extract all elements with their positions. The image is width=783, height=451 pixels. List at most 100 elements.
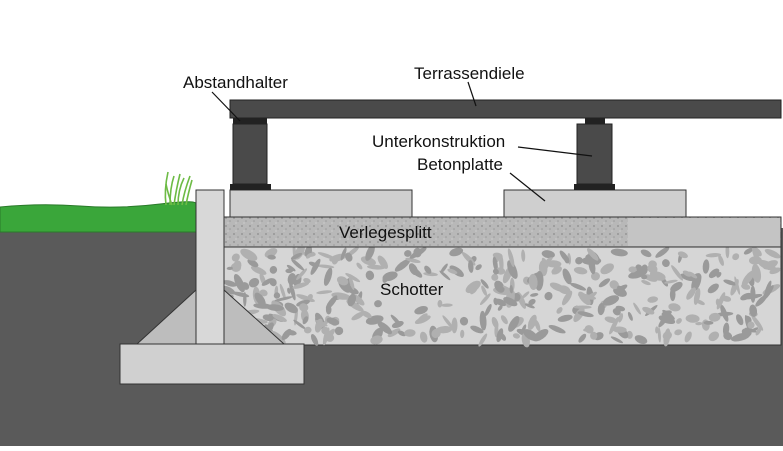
gravel-stone — [447, 268, 458, 275]
gravel-stone — [259, 289, 268, 297]
gravel-stone — [261, 278, 273, 286]
gravel-stone — [530, 293, 539, 297]
gravel-stone — [658, 313, 670, 328]
gravel-stone — [618, 313, 624, 323]
gravel-stone — [247, 258, 259, 268]
gravel-stone — [628, 266, 637, 273]
gravel-stone — [285, 268, 293, 274]
gravel-stone — [558, 285, 571, 295]
gravel-stone — [718, 254, 724, 266]
gravel-stone — [296, 294, 315, 303]
gravel-stone — [480, 279, 489, 289]
gravel-stone — [707, 283, 719, 294]
gravel-stone — [647, 296, 659, 303]
gravel-stone — [223, 285, 236, 295]
leader-lines — [211, 81, 593, 202]
gravel-stone — [323, 267, 333, 286]
gravel-stone — [317, 264, 335, 269]
gravel-stone — [598, 278, 611, 288]
spacer-top-left — [233, 118, 267, 124]
gravel-stone — [262, 314, 274, 322]
gravel-stone — [387, 328, 401, 338]
gravel-stone — [528, 298, 536, 306]
gravel-stone — [351, 311, 365, 321]
gravel-stone — [248, 277, 260, 288]
gravel-stone — [528, 273, 538, 290]
gravel-stone — [612, 308, 621, 316]
leader-betonplatte — [509, 172, 546, 202]
gravel-stone — [674, 329, 683, 336]
gravel-stone — [397, 330, 406, 337]
gravel-stone — [404, 329, 416, 337]
spacer-bottom-left — [230, 184, 271, 190]
gravel-stone — [377, 321, 392, 335]
gravel-stone — [732, 253, 740, 261]
gravel-stone — [512, 333, 520, 339]
leader-abstandhalter — [211, 91, 241, 122]
gravel-stone — [232, 260, 242, 272]
gravel-stone — [475, 264, 482, 271]
gravel-stone — [303, 277, 311, 284]
gravel-stone — [743, 247, 754, 255]
gravel-stone — [509, 285, 514, 294]
gravel-stone — [662, 259, 670, 268]
gravel-stone — [745, 294, 763, 300]
gravel-stone — [423, 272, 438, 277]
grit-layer — [221, 216, 782, 248]
gravel-stone — [634, 335, 648, 345]
gravel-stone — [583, 327, 593, 332]
gravel-stone — [419, 331, 428, 343]
gravel-stone — [640, 249, 652, 258]
gravel-stone — [451, 317, 458, 334]
gravel-stone — [365, 270, 375, 281]
gravel-stone — [494, 298, 507, 307]
gravel-stone — [440, 263, 448, 274]
gravel-stone — [604, 316, 617, 324]
gravel-stone — [740, 292, 752, 301]
gravel-stone — [267, 254, 276, 260]
gravel-stone — [669, 287, 676, 302]
gravel-stone — [287, 287, 291, 294]
gravel-stone — [635, 264, 643, 272]
gravel-stone — [310, 258, 321, 275]
label-terrassendiele: Terrassendiele — [414, 64, 525, 83]
gravel-stone — [676, 318, 682, 324]
spacer-top-right — [585, 118, 605, 124]
concrete-slab-right — [503, 189, 687, 218]
gravel-stone — [657, 327, 661, 343]
gravel-stone — [497, 305, 503, 311]
gravel-stone — [264, 248, 278, 258]
gravel-stone — [449, 265, 464, 277]
gravel-stone — [723, 331, 733, 341]
gravel-stone — [755, 327, 762, 336]
gravel-stone — [360, 256, 376, 266]
gravel-stone — [391, 320, 404, 329]
gravel-stone — [291, 259, 305, 271]
gravel-stone — [578, 291, 591, 306]
gravel-stone — [764, 280, 772, 297]
gravel-stone — [749, 304, 758, 317]
gravel-stone — [548, 324, 566, 334]
gravel-stone — [736, 314, 744, 326]
gravel-stone — [573, 305, 592, 309]
grass-strip — [0, 201, 197, 233]
gravel-stone — [287, 273, 297, 285]
gravel-stone — [431, 328, 441, 339]
gravel-stone — [524, 303, 535, 309]
gravel-stone — [617, 285, 626, 294]
grass — [0, 171, 197, 233]
deck-board — [229, 99, 782, 119]
gravel-stone — [610, 248, 628, 257]
gravel-stone — [602, 295, 620, 306]
gravel-stone — [408, 263, 418, 276]
gravel-stone — [347, 293, 357, 307]
curb-foundation — [119, 189, 305, 385]
gravel-stone — [326, 317, 340, 326]
gravel-stone — [641, 274, 648, 280]
gravel-stone — [573, 267, 588, 275]
gravel-stone — [271, 331, 286, 345]
gravel-stone — [661, 310, 672, 316]
gravel-stone — [269, 266, 278, 274]
gravel-stone — [685, 314, 700, 323]
gravel-stone — [404, 250, 412, 257]
